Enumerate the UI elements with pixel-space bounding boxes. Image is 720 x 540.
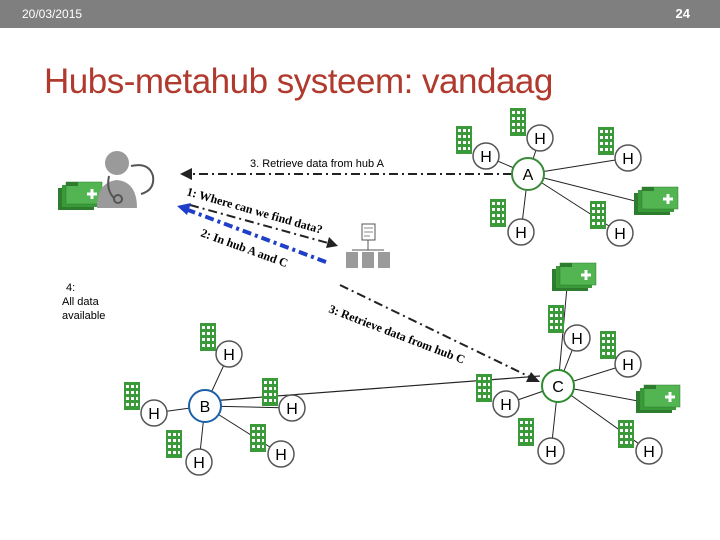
folder-icon (550, 261, 598, 293)
node-h-10: H (267, 440, 295, 468)
node-label: H (614, 226, 626, 243)
node-label: H (500, 397, 512, 414)
building-icon (200, 323, 216, 351)
node-label: H (643, 444, 655, 461)
node-h-6: H (215, 340, 243, 368)
building-icon (518, 418, 534, 446)
node-h-14: H (537, 437, 565, 465)
step-4-line3: available (62, 310, 105, 322)
node-label: H (515, 225, 527, 242)
slide-title: Hubs-metahub systeem: vandaag (44, 62, 553, 101)
building-icon (476, 374, 492, 402)
node-label: H (622, 357, 634, 374)
building-icon (600, 331, 616, 359)
building-icon (548, 305, 564, 333)
step-4-line1: 4: (66, 282, 75, 294)
node-h-12: H (614, 350, 642, 378)
node-h-15: H (635, 437, 663, 465)
building-icon (456, 126, 472, 154)
hub-c: C (541, 369, 575, 403)
node-label: H (275, 447, 287, 464)
node-label: H (571, 331, 583, 348)
hub-b-label: B (200, 399, 211, 416)
step-3c-label: 3: Retrieve data from hub C (327, 302, 467, 367)
header-bar: 20/03/2015 24 (0, 0, 720, 28)
arrow-in-hub-a-and-c (177, 203, 327, 264)
building-icon (598, 127, 614, 155)
hub-a: A (511, 157, 545, 191)
node-label: H (480, 149, 492, 166)
building-icon (124, 382, 140, 410)
node-h-7: H (140, 399, 168, 427)
folder-icon (632, 185, 680, 217)
folder-icon (634, 383, 682, 415)
metahub-icon (346, 223, 390, 268)
node-h-1: H (472, 142, 500, 170)
hub-b: B (188, 389, 222, 423)
node-h-2: H (526, 124, 554, 152)
node-label: H (534, 131, 546, 148)
hub-a-label: A (523, 167, 534, 184)
node-h-4: H (507, 218, 535, 246)
arrow-retrieve-hub-a (180, 168, 512, 180)
doctor-icon (56, 151, 155, 212)
building-icon (590, 201, 606, 229)
node-h-11: H (563, 324, 591, 352)
step-4-line2: All data (62, 296, 100, 308)
building-icon (166, 430, 182, 458)
slide-date: 20/03/2015 (22, 7, 83, 21)
node-h-13: H (492, 390, 520, 418)
building-icon (510, 108, 526, 136)
arrow-where-find-data (189, 204, 338, 248)
hub-c-label: C (552, 379, 564, 396)
node-h-5: H (606, 219, 634, 247)
building-icon (250, 424, 266, 452)
building-icon (262, 378, 278, 406)
slide-number: 24 (675, 6, 690, 21)
node-h-9: H (185, 448, 213, 476)
node-label: H (545, 444, 557, 461)
building-icon (490, 199, 506, 227)
building-icon (618, 420, 634, 448)
node-h-3: H (614, 144, 642, 172)
node-label: H (148, 406, 160, 423)
node-label: H (193, 455, 205, 472)
node-label: H (286, 401, 298, 418)
node-h-8: H (278, 394, 306, 422)
step-3-label: 3. Retrieve data from hub A (250, 158, 385, 170)
node-label: H (223, 347, 235, 364)
node-label: H (622, 151, 634, 168)
